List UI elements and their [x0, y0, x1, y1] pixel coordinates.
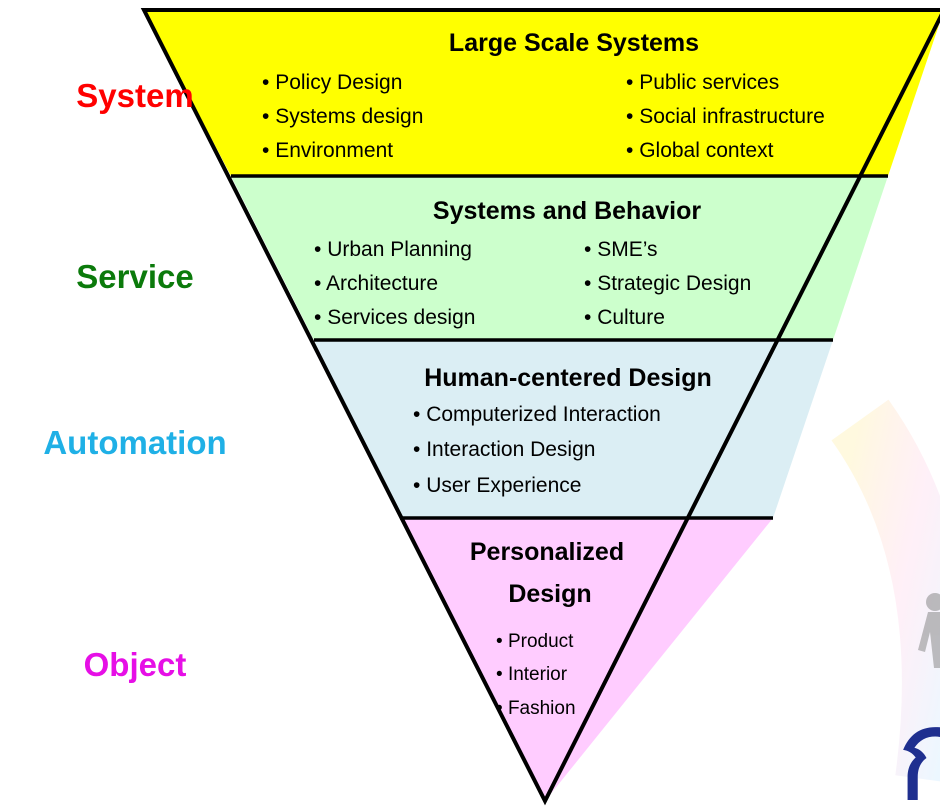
watermark-rainbow-arc [831, 399, 940, 782]
layer-1-bullet-right-2: • Social infrastructure [626, 105, 825, 128]
side-label-object: Object [83, 646, 187, 683]
layer-3-bullet-3: • User Experience [413, 474, 581, 497]
layer-4-bullet-2: • Interior [496, 664, 568, 685]
layer-4-bullet-3: • Fashion [496, 698, 576, 719]
layer-2-text: Systems and Behavior • Urban Planning • … [314, 197, 751, 329]
layer-2-title: Systems and Behavior [433, 197, 701, 225]
layer-3-bullet-2: • Interaction Design [413, 438, 595, 461]
side-label-system: System [76, 77, 194, 114]
layer-4-title-line-1: Personalized [470, 538, 624, 566]
layer-4-bullet-1: • Product [496, 631, 574, 652]
layer-2-bullet-left-3: • Services design [314, 306, 475, 329]
layer-1-bullet-left-2: • Systems design [262, 105, 423, 128]
layer-systems-behavior [231, 176, 888, 340]
layer-3-bullet-1: • Computerized Interaction [413, 403, 661, 426]
layer-2-bullet-right-2: • Strategic Design [584, 272, 751, 295]
watermark-logo: ก [831, 399, 940, 806]
watermark-figure-icon [918, 593, 940, 668]
layer-2-bullet-right-3: • Culture [584, 306, 665, 329]
layer-1-text: Large Scale Systems • Policy Design • Sy… [262, 29, 825, 162]
layer-personalized-design [400, 518, 773, 801]
side-label-service: Service [76, 258, 194, 295]
layer-3-text: Human-centered Design • Computerized Int… [413, 364, 712, 497]
layer-3-title: Human-centered Design [424, 364, 712, 392]
triangle-outline [140, 8, 940, 806]
layer-2-bullet-right-1: • SME’s [584, 238, 657, 261]
layer-1-bullet-right-3: • Global context [626, 139, 774, 162]
watermark-text: ก [896, 679, 940, 806]
layer-1-title: Large Scale Systems [449, 29, 699, 57]
side-label-automation: Automation [43, 424, 227, 461]
layer-2-bullet-left-2: • Architecture [314, 272, 438, 295]
layer-1-bullet-left-1: • Policy Design [262, 71, 402, 94]
layer-4-text: Personalized Design • Product • Interior… [470, 538, 624, 719]
layer-large-scale-systems [144, 10, 940, 176]
layer-4-title-line-2: Design [508, 580, 591, 608]
layer-1-bullet-left-3: • Environment [262, 139, 393, 162]
layer-1-bullet-right-1: • Public services [626, 71, 779, 94]
layer-human-centered-design [314, 340, 833, 518]
layer-2-bullet-left-1: • Urban Planning [314, 238, 472, 261]
